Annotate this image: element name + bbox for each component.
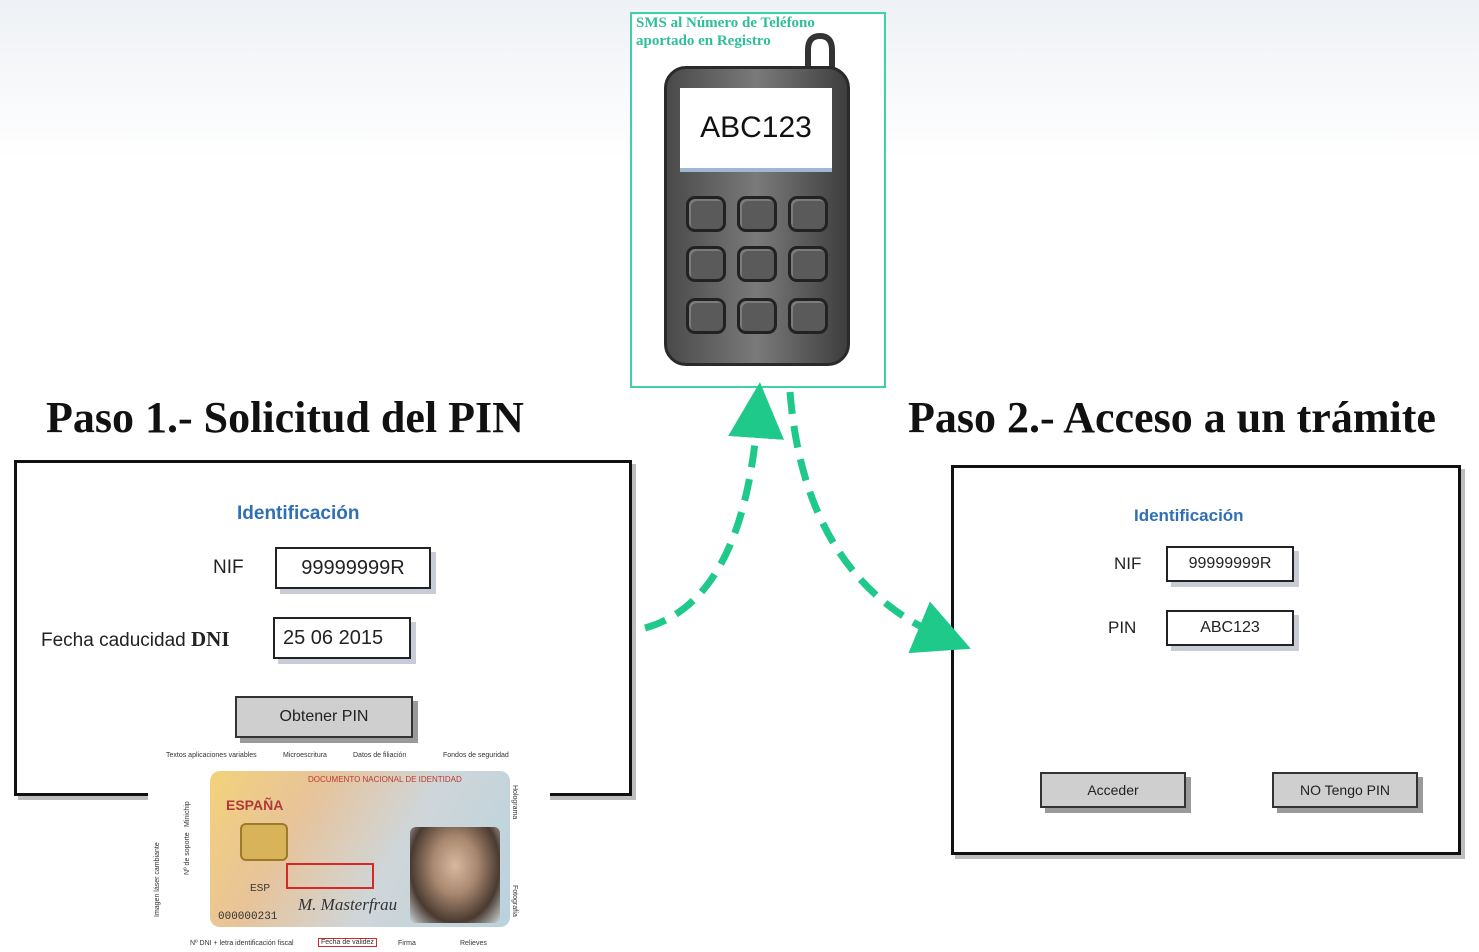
step2-nif-label: NIF [1114,554,1142,573]
dni-doc-title: DOCUMENTO NACIONAL DE IDENTIDAD [308,775,462,784]
phone-key [737,246,777,282]
phone-key [686,246,726,282]
step1-fecha-label-text: Fecha caducidad [41,630,186,651]
dni-signature: M. Masterfrau [298,895,398,914]
sms-caption-line2: aportado en Registro [636,33,771,49]
dni-label: Nº DNI + letra identificación fiscal [190,940,294,947]
dni-label: Firma [398,940,416,947]
sms-caption: SMS al Número de Teléfono aportado en Re… [636,14,876,50]
step1-fecha-field[interactable]: 25 06 2015 [273,617,411,659]
step1-fecha-label: Fecha caducidad DNI [41,627,230,652]
dni-label: Holograma [511,785,518,820]
step1-form-panel: Identificación NIF 99999999R Fecha caduc… [14,460,632,796]
dni-number: 000000231 [218,911,278,923]
dni-chip-icon [240,823,288,861]
dni-validity-highlight [286,863,374,889]
phone-key [788,196,828,232]
step1-nif-field[interactable]: 99999999R [275,547,431,589]
dni-country: ESPAÑA [226,797,284,813]
phone-key [686,298,726,334]
phone-key [737,298,777,334]
arrow-to-phone [644,382,785,632]
phone-key [686,196,726,232]
phone-key [737,196,777,232]
phone-antenna-icon [805,32,835,74]
step2-nif-field[interactable]: 99999999R [1166,546,1294,582]
dni-label: Datos de filiación [353,752,407,759]
dni-label: Microescritura [283,752,327,759]
no-tengo-pin-button[interactable]: NO Tengo PIN [1272,772,1418,808]
step2-form-panel: Identificación NIF 99999999R PIN ABC123 … [951,465,1461,855]
step2-pin-field[interactable]: ABC123 [1166,610,1294,646]
dni-label: Minichip [184,801,191,827]
dni-label: Fecha de validez [318,938,377,947]
step1-nif-label: NIF [213,557,244,578]
step2-heading: Identificación [1134,506,1244,525]
dni-card-image: Textos aplicaciones variables Microescri… [148,745,550,952]
obtener-pin-button[interactable]: Obtener PIN [235,696,413,738]
phone-key [788,246,828,282]
arrow-to-step2 [786,391,971,654]
dni-label: Textos aplicaciones variables [166,752,257,759]
phone-key [788,298,828,334]
step1-title: Paso 1.- Solicitud del PIN [46,393,524,442]
dni-code: ESP [250,883,271,894]
step1-heading: Identificación [237,503,360,524]
dni-card-face: DOCUMENTO NACIONAL DE IDENTIDAD ESPAÑA E… [210,771,510,927]
dni-label: Imagen láser cambiante [154,842,161,917]
dni-photo [410,827,500,923]
acceder-button[interactable]: Acceder [1040,772,1186,808]
sms-caption-line1: SMS al Número de Teléfono [636,15,815,31]
dni-label: Nº de soporte [184,832,191,875]
step1-fecha-label-dni: DNI [191,627,230,651]
dni-label: Relieves [460,940,487,947]
phone-screen: ABC123 [680,88,832,172]
dni-label: Fotografía [511,885,518,917]
step2-title: Paso 2.- Acceso a un trámite [908,393,1436,442]
dni-label: Fondos de seguridad [443,752,509,759]
step2-pin-label: PIN [1108,618,1137,637]
